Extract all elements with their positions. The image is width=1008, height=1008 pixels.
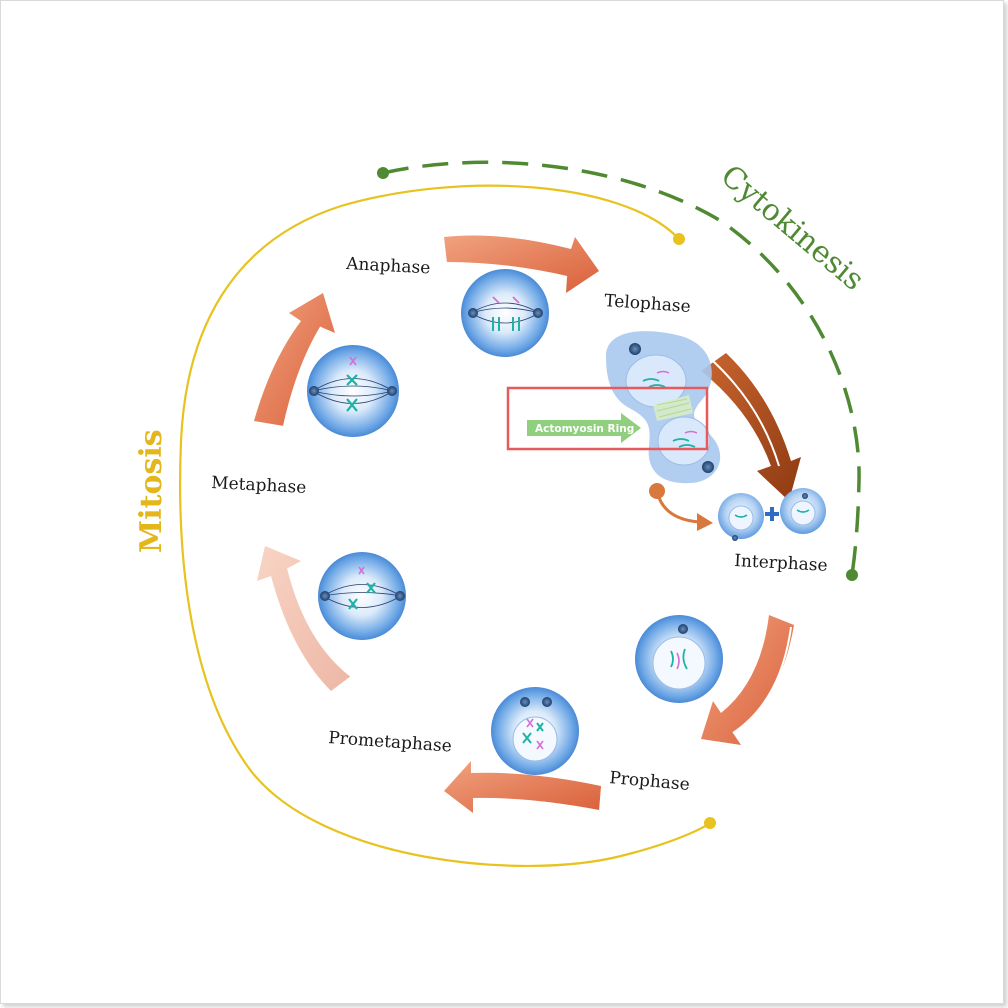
arrow-to-daughter-cells [649, 483, 713, 531]
ring-label: Actomyosin Ring [535, 423, 634, 435]
interphase-cells [718, 488, 826, 541]
label-interphase: Interphase [734, 551, 828, 576]
arrow-interphase-prophase [701, 615, 794, 745]
cytokinesis-arc-end [846, 569, 858, 581]
cytokinesis-arc [382, 160, 861, 576]
arrow-prometaphase-metaphase [257, 546, 352, 691]
label-prophase: Prophase [609, 768, 691, 795]
early-prometaphase-cell [491, 687, 579, 775]
mitosis-title: Mitosis [134, 429, 169, 553]
telophase-cell [606, 331, 721, 484]
arrow-anaphase-telophase [444, 235, 599, 293]
label-anaphase: Anaphase [345, 254, 431, 278]
label-telophase: Telophase [604, 291, 692, 317]
mitosis-arc [179, 184, 711, 867]
mitosis-arc-end [673, 233, 685, 245]
arrow-telophase-interphase [701, 353, 801, 501]
arrow-prophase-prometaphase [444, 761, 601, 813]
highlight-box [506, 386, 709, 451]
arrow-metaphase-anaphase [254, 293, 335, 427]
prophase-cell [635, 615, 723, 703]
anaphase-cell [461, 269, 549, 357]
actomyosin-ring-callout: Actomyosin Ring [506, 386, 709, 451]
mitosis-arc-start [704, 817, 716, 829]
metaphase-cell [307, 345, 399, 437]
ring-pointer-arrow [527, 413, 641, 443]
cytokinesis-title: Cytokinesis [714, 158, 871, 297]
label-prometaphase: Prometaphase [328, 728, 453, 757]
prometaphase-cell [318, 552, 406, 640]
label-metaphase: Metaphase [211, 473, 307, 498]
cytokinesis-arc-start [377, 167, 389, 179]
plus-icon [765, 507, 779, 521]
